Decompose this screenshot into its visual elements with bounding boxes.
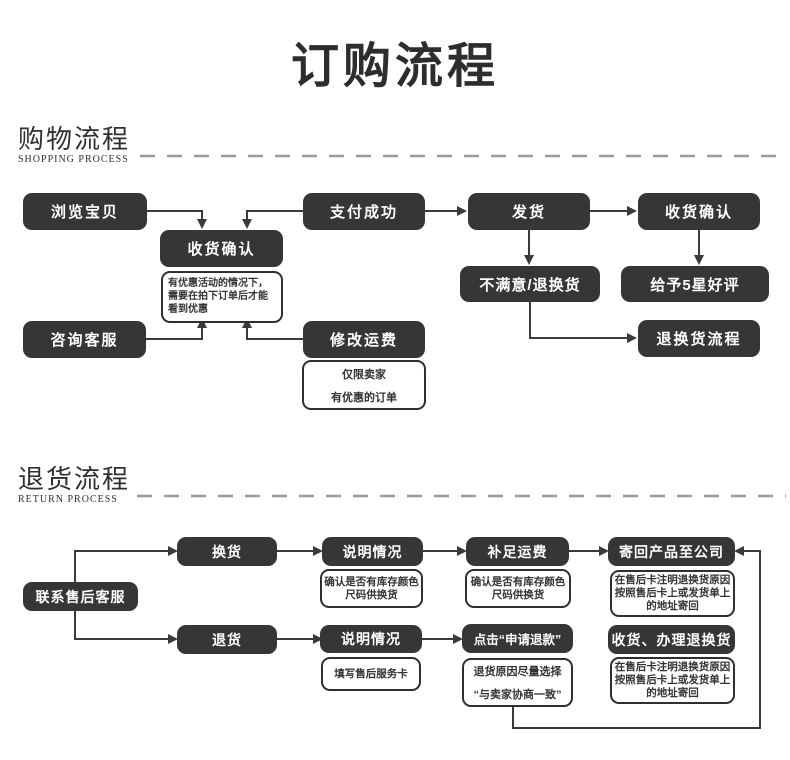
node-modify-shipping: 修改运费 — [303, 321, 425, 358]
note-receive-address: 在售后卡注明退换货原因按照售后卡上或发货单上的地址寄回 — [610, 657, 735, 705]
node-exchange: 换货 — [177, 537, 277, 566]
node-unsatisfied: 不满意/退换货 — [460, 266, 600, 302]
node-receive-process: 收货、办理退换货 — [608, 625, 735, 654]
note-fill-service-card: 填写售后服务卡 — [321, 657, 421, 691]
note-seller-discount-line1: 仅限卖家 — [342, 369, 386, 381]
node-explain-bottom: 说明情况 — [320, 625, 422, 653]
node-contact-service: 联系售后客服 — [23, 582, 138, 611]
node-click-refund: 点击“申请退款” — [462, 624, 573, 653]
page-title: 订购流程 — [290, 40, 499, 93]
node-five-star: 给予5星好评 — [621, 266, 769, 302]
note-refund-reason-line2: “与卖家协商一致” — [473, 689, 562, 702]
note-seller-discount-line2: 有优惠的订单 — [331, 392, 397, 405]
node-pay-success: 支付成功 — [303, 193, 425, 230]
note-discount-visibility: 有优惠活动的情况下，需要在拍下订单后才能看到优惠 — [161, 271, 283, 323]
node-explain-top: 说明情况 — [322, 537, 423, 566]
note-seller-discount-only: 仅限卖家 有优惠的订单 — [302, 360, 426, 411]
shopping-section-heading: 购物流程 SHOPPING PROCESS — [18, 124, 131, 166]
node-browse: 浏览宝贝 — [23, 193, 147, 230]
note-send-back-address: 在售后卡注明退换货原因按照售后卡上或发货单上的地址寄回 — [610, 570, 735, 618]
node-send-back: 寄回产品至公司 — [608, 537, 735, 566]
return-section-heading: 退货流程 RETURN PROCESS — [18, 464, 131, 506]
node-return-entry: 退换货流程 — [638, 320, 760, 357]
node-ship: 发货 — [468, 193, 590, 230]
shopping-heading-zh: 购物流程 — [18, 124, 131, 154]
note-stock-check-top: 确认是否有库存颜色尺码供换货 — [320, 569, 423, 608]
shopping-heading-en: SHOPPING PROCESS — [18, 154, 129, 166]
note-refund-reason-line1: 退货原因尽量选择 — [473, 666, 562, 678]
return-heading-en: RETURN PROCESS — [18, 494, 118, 506]
note-stock-check-mid: 确认是否有库存颜色尺码供换货 — [465, 569, 571, 608]
node-refund: 退货 — [177, 625, 277, 654]
node-makeup-fee: 补足运费 — [466, 537, 569, 566]
node-consult: 咨询客服 — [23, 321, 146, 358]
node-confirm-center: 收货确认 — [160, 230, 283, 267]
return-heading-zh: 退货流程 — [18, 464, 131, 494]
note-refund-reason: 退货原因尽量选择 “与卖家协商一致” — [462, 658, 573, 708]
node-confirm-right: 收货确认 — [638, 193, 760, 230]
